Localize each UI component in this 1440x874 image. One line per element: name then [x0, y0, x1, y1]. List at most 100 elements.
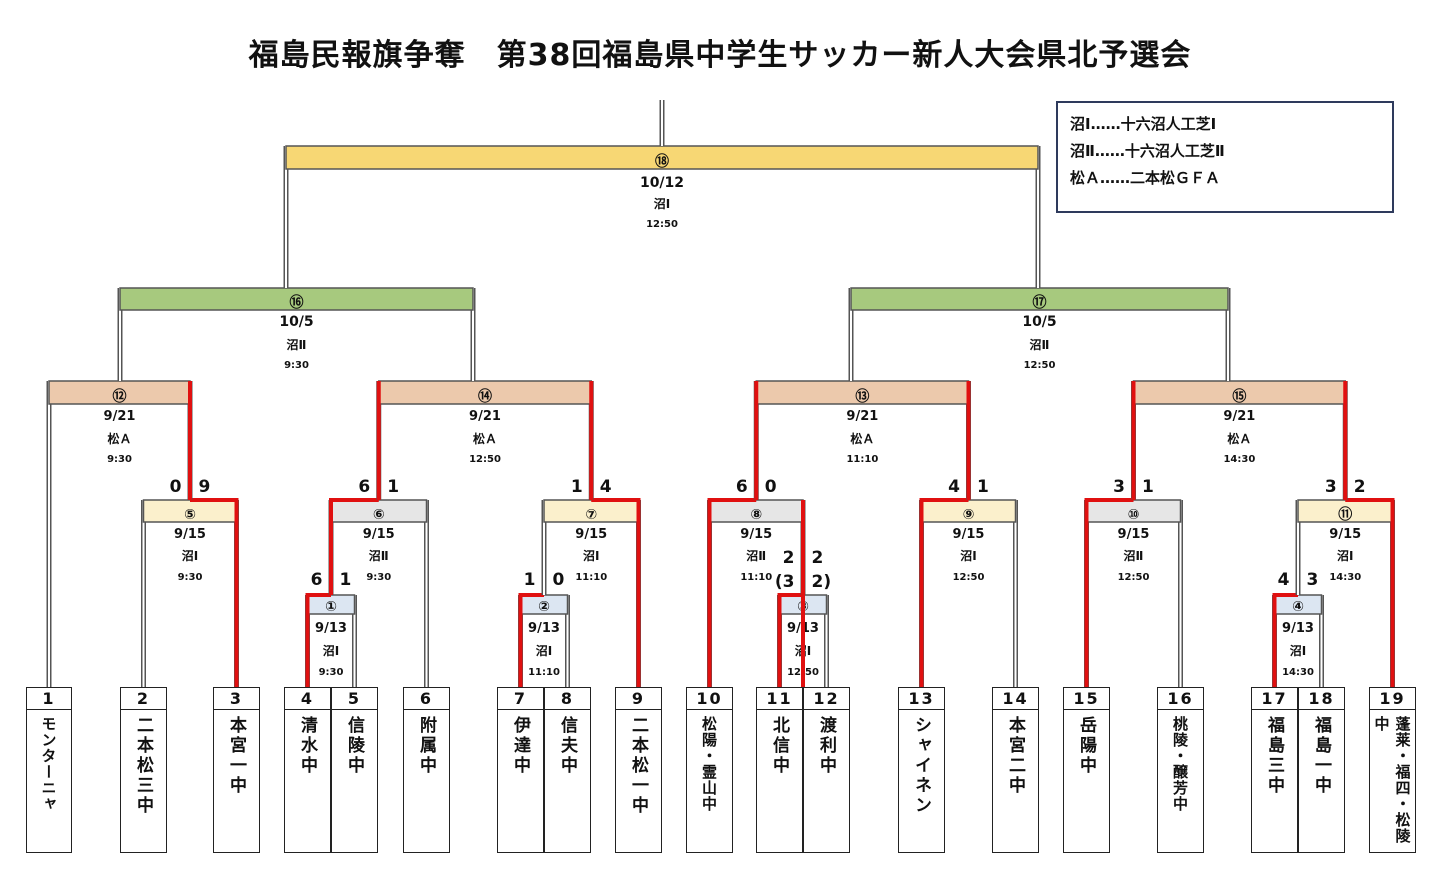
team-name: 二本松三中: [133, 716, 153, 816]
venue-legend: 沼Ⅰ……十六沼人工芝Ⅰ 沼Ⅱ……十六沼人工芝Ⅱ 松Ａ……二本松ＧＦＡ: [1056, 101, 1394, 213]
match-date: 9/15: [174, 527, 206, 542]
match-date: 9/21: [846, 409, 878, 424]
match-time: 12:50: [953, 572, 985, 583]
team-name: 信夫中: [557, 716, 577, 776]
team-box: 12 渡利中: [803, 687, 850, 853]
match-venue: 沼Ⅰ: [1337, 549, 1353, 563]
team-name: 福島一中: [1311, 716, 1331, 796]
match-date: 9/13: [528, 621, 560, 636]
team-box: 15 岳陽中: [1063, 687, 1110, 853]
match-time: 14:30: [1282, 667, 1314, 678]
team-seed-number: 12: [804, 688, 849, 710]
match-date: 10/5: [1022, 314, 1056, 330]
match-number: ⑰: [1033, 294, 1047, 311]
match-date: 9/15: [740, 527, 772, 542]
match-number: ⑫: [113, 388, 127, 405]
match-venue: 松Ａ: [473, 431, 497, 446]
winner-path: [707, 498, 757, 687]
match-time: 12:50: [1024, 360, 1056, 371]
legend-item: 沼Ⅰ……十六沼人工芝Ⅰ: [1070, 115, 1217, 133]
match-time: 11:10: [846, 454, 878, 465]
team-name: 岳陽中: [1076, 716, 1096, 776]
winner-path: [1272, 593, 1298, 687]
match-date: 9/15: [363, 527, 395, 542]
match-number: ⑨: [963, 507, 975, 523]
match-venue: 沼Ⅰ: [960, 549, 976, 563]
match-venue: 松Ａ: [1227, 431, 1251, 446]
match-venue: 沼Ⅰ: [654, 197, 670, 211]
match-time: 12:50: [1118, 572, 1150, 583]
match-number: ⑦: [585, 507, 597, 523]
team-name: 本宮一中: [226, 716, 246, 796]
match-date: 9/21: [469, 409, 501, 424]
match-time: 9:30: [178, 572, 203, 583]
winner-path: [190, 498, 239, 687]
match-venue: 沼Ⅱ: [287, 338, 307, 352]
team-name: 福島三中: [1264, 716, 1284, 796]
team-seed-number: 7: [498, 688, 543, 710]
match-date: 10/12: [640, 175, 684, 191]
legend-item: 沼Ⅱ……十六沼人工芝Ⅱ: [1070, 142, 1225, 160]
match-number: ⑩: [1128, 507, 1140, 523]
team-box: 16 桃陵・醸芳中: [1157, 687, 1204, 853]
match-time: 9:30: [366, 572, 391, 583]
match-venue: 沼Ⅰ: [182, 549, 198, 563]
team-seed-number: 15: [1064, 688, 1109, 710]
legend-item: 松Ａ……二本松ＧＦＡ: [1070, 169, 1221, 187]
team-name: 信陵中: [344, 716, 364, 776]
match-venue: 沼Ⅱ: [1124, 549, 1144, 563]
match-number: ⑭: [478, 388, 492, 405]
winner-path: [919, 498, 969, 687]
match-venue: 沼Ⅱ: [746, 549, 766, 563]
match-date: 9/15: [1329, 527, 1361, 542]
team-seed-number: 17: [1252, 688, 1297, 710]
match-number: ①: [325, 599, 337, 615]
match-date: 9/13: [1282, 621, 1314, 636]
match-number: ②: [538, 599, 550, 615]
team-box: 14 本宮二中: [992, 687, 1039, 853]
team-name: 松陽・霊山中: [700, 716, 718, 812]
match-time: 14:30: [1329, 572, 1361, 583]
match-time: 9:30: [319, 667, 344, 678]
match-number: ⑤: [184, 507, 196, 523]
match-bar: [119, 287, 474, 311]
team-seed-number: 18: [1299, 688, 1344, 710]
match-number: ⑥: [373, 507, 385, 523]
match-date: 10/5: [279, 314, 313, 330]
team-name: モンターニャ: [39, 716, 58, 812]
match-number: ⑱: [655, 153, 669, 170]
winner-path: [1345, 498, 1395, 687]
team-seed-number: 11: [757, 688, 802, 710]
team-name: 本宮二中: [1005, 716, 1025, 796]
team-seed-number: 4: [285, 688, 330, 710]
team-seed-number: 1: [27, 688, 71, 710]
match-time: 11:10: [575, 572, 607, 583]
page-title: 福島民報旗争奪 第38回福島県中学生サッカー新人大会県北予選会: [248, 38, 1192, 73]
match-date: 9/15: [953, 527, 985, 542]
team-name: 桃陵・醸芳中: [1171, 716, 1189, 812]
match-time: 12:50: [646, 219, 678, 230]
winner-path: [305, 593, 331, 687]
team-seed-number: 13: [899, 688, 944, 710]
team-seed-number: 2: [121, 688, 166, 710]
team-seed-number: 14: [993, 688, 1038, 710]
match-number: ⑧: [750, 507, 762, 523]
team-box: 17 福島三中: [1251, 687, 1298, 853]
match-date: 9/15: [575, 527, 607, 542]
team-seed-number: 16: [1158, 688, 1203, 710]
winner-path: [329, 498, 379, 595]
match-venue: 松Ａ: [850, 431, 874, 446]
team-box: 5 信陵中: [331, 687, 378, 853]
team-seed-number: 8: [545, 688, 590, 710]
team-name: 北信中: [769, 716, 789, 776]
team-seed-number: 5: [332, 688, 377, 710]
team-name: 蓬莱・福四・松陵中: [1372, 716, 1412, 844]
team-box: 11 北信中: [756, 687, 803, 853]
match-time: 9:30: [284, 360, 309, 371]
team-name: 渡利中: [816, 716, 836, 776]
